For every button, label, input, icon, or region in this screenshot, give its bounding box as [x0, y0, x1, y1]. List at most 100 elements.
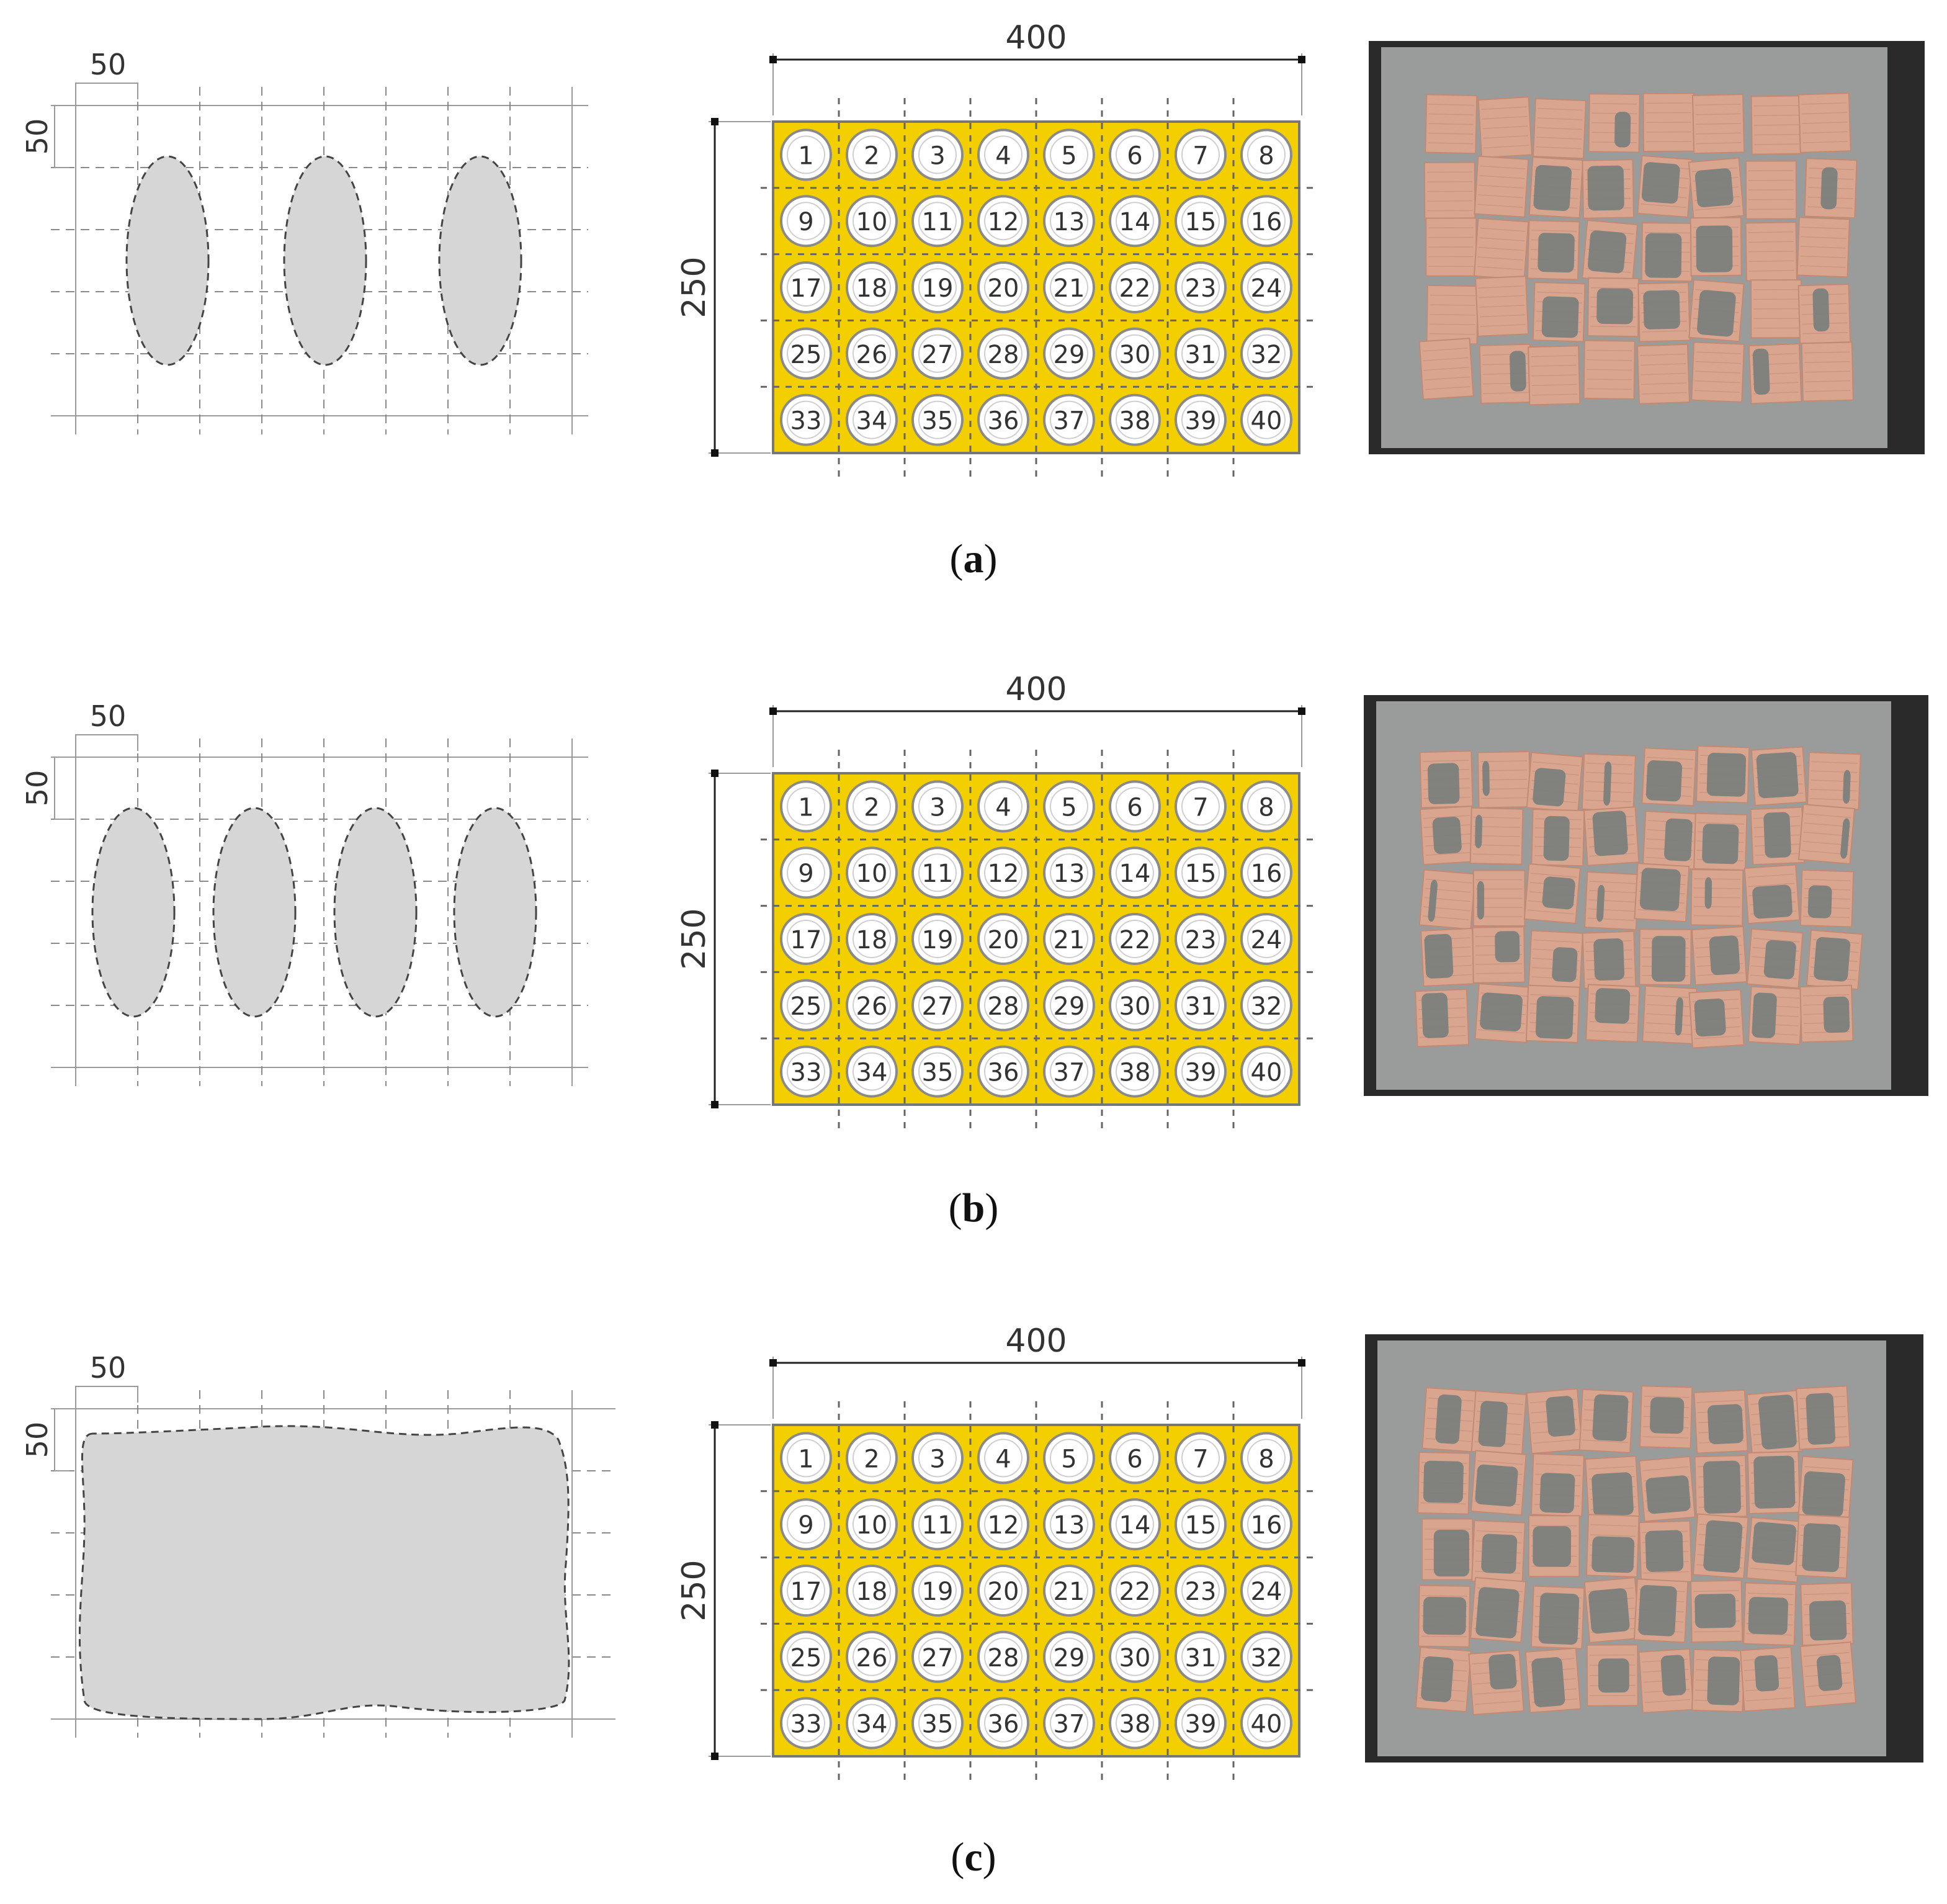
tile-position-circle [911, 195, 964, 248]
mortar-patch [1591, 1536, 1635, 1573]
grout-blob [453, 807, 537, 1018]
tile-position-circle [1175, 979, 1227, 1031]
tile [1637, 282, 1691, 343]
tile-position-circle [780, 846, 832, 899]
tile-position-inner [918, 853, 957, 892]
tile [1474, 155, 1529, 218]
tile-position-circle [1043, 195, 1095, 248]
tile-number: 36 [988, 1059, 1019, 1087]
tile-number: 32 [1251, 992, 1282, 1021]
tile-number: 25 [790, 1644, 822, 1673]
tile-position-circle [1175, 261, 1227, 313]
tile-position-inner [1116, 986, 1154, 1025]
tile-rib [1537, 117, 1583, 120]
tile-rib [1589, 881, 1636, 884]
tile-position-circle [977, 913, 1029, 965]
tile [1469, 807, 1524, 865]
mortar-patch [1588, 1588, 1630, 1634]
mortar-patch [1432, 817, 1462, 855]
tile-rib [1477, 256, 1523, 261]
tile-number: 17 [790, 926, 822, 954]
mortar-patch [1645, 233, 1682, 278]
tile-position-inner [1247, 1505, 1286, 1544]
tile-number: 38 [1119, 1710, 1151, 1739]
mortar-patch [1423, 1460, 1464, 1503]
mortar-patch [1638, 1585, 1677, 1637]
mortar-patch [1542, 876, 1575, 910]
tile-number: 25 [790, 992, 822, 1021]
tile-position-circle [1043, 846, 1095, 899]
tile-number: 23 [1185, 274, 1217, 303]
tile-position-inner [1247, 135, 1286, 174]
tile-position-circle [846, 1697, 898, 1749]
tile-number: 40 [1251, 1710, 1282, 1739]
tile-position-circle [780, 393, 832, 446]
tile-rib [1646, 1013, 1693, 1017]
tile [1426, 284, 1479, 345]
tile-position-circle [1175, 780, 1227, 833]
tile-number: 29 [1054, 341, 1085, 369]
tile-position-inner [787, 1704, 825, 1743]
tile-rib [1587, 349, 1632, 352]
tile-rib [1588, 899, 1635, 903]
tile-rib [1423, 815, 1470, 819]
tile [1691, 341, 1745, 403]
tile-position-inner [918, 400, 957, 439]
tile-rib [1695, 103, 1741, 106]
tile-rib [1640, 363, 1686, 366]
tile-number: 5 [1061, 793, 1076, 822]
tile [1688, 989, 1745, 1049]
tile-rib [1533, 761, 1580, 766]
tile-position-circle [846, 128, 898, 181]
tile-position-inner [787, 268, 825, 307]
tile-position-circle [911, 327, 964, 380]
mortar-patch [1543, 815, 1570, 861]
tile [1425, 94, 1478, 155]
tile [1639, 1385, 1693, 1449]
tile-number: 18 [856, 1578, 888, 1606]
tile-position-inner [1116, 853, 1154, 892]
mortar-patch [1538, 1592, 1580, 1645]
tile-position-circle [977, 1432, 1029, 1484]
tile-rib [1637, 909, 1684, 913]
dimension-dot [1298, 1359, 1305, 1367]
mortar-patch [1488, 1653, 1517, 1690]
tile [1799, 1641, 1857, 1708]
tile-rib [1694, 1035, 1741, 1040]
tile-position-inner [853, 920, 891, 958]
tile-position-circle [911, 1630, 964, 1683]
tile-rib [1746, 1697, 1792, 1702]
tile-number: 11 [922, 860, 954, 888]
tile-rib [1640, 353, 1686, 356]
tile [1471, 1520, 1526, 1584]
tile [1419, 750, 1474, 809]
tile-position-circle [911, 1432, 964, 1484]
mortar-patch [1482, 761, 1490, 796]
tile-position-circle [780, 128, 832, 181]
tile-position-inner [1181, 202, 1220, 241]
tile-number: 15 [1185, 208, 1217, 236]
tile-position-inner [1247, 853, 1286, 892]
tile-number: 19 [922, 1578, 954, 1606]
tile [1688, 279, 1745, 343]
mortar-patch [1475, 1587, 1520, 1638]
tile-position-inner [853, 1571, 891, 1610]
tile [1528, 1515, 1580, 1578]
tile-rib [1803, 1651, 1850, 1657]
tile-number: 30 [1119, 992, 1151, 1021]
tile-number: 24 [1251, 274, 1282, 303]
tile-rib [1428, 123, 1474, 125]
mortar-patch [1427, 763, 1460, 804]
tile-position-circle [846, 979, 898, 1031]
tile-position-inner [787, 1052, 825, 1091]
tile-number: 23 [1185, 926, 1217, 954]
tile [1634, 863, 1690, 923]
top-offset-label: 50 [20, 119, 54, 155]
tile-position-inner [1116, 400, 1154, 439]
tile-position-inner [1050, 202, 1088, 241]
tile-position-inner [918, 1571, 957, 1610]
mortar-patch [1428, 879, 1438, 922]
tile-position-inner [1181, 1505, 1220, 1544]
tile [1748, 343, 1802, 405]
